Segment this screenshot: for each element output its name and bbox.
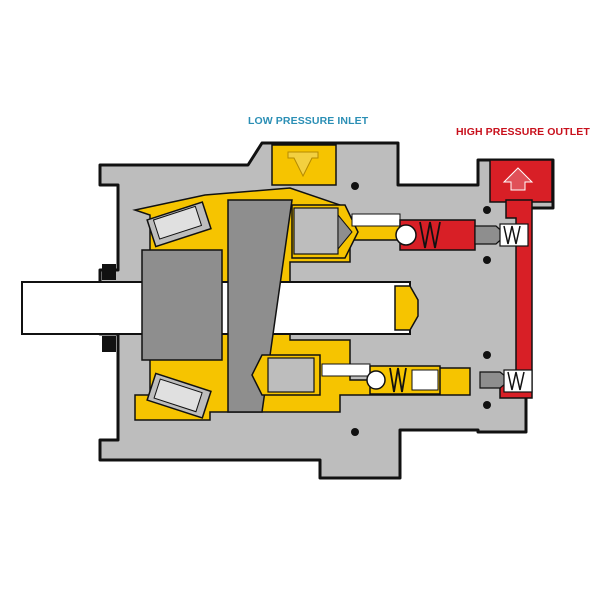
lower-check-valve — [366, 365, 441, 395]
upper-check-valve — [395, 219, 507, 251]
lower-cylinder-bore — [321, 363, 371, 377]
swash-plate — [227, 199, 293, 413]
upper-piston — [291, 204, 359, 259]
upper-cylinder-bore — [351, 213, 401, 227]
low-pressure-inlet-label: LOW PRESSURE INLET — [248, 115, 369, 127]
cylinder-block — [141, 249, 223, 361]
inlet-flow-arrow-icon — [287, 151, 319, 178]
upper-bearing — [146, 201, 212, 248]
shaft-tip — [394, 285, 419, 331]
shaft-seals — [102, 182, 491, 436]
lower-bearing — [146, 372, 212, 419]
high-pressure-outlet-label: HIGH PRESSURE OUTLET — [456, 126, 590, 138]
outlet-port — [489, 159, 553, 203]
upper-outlet-valve — [499, 223, 529, 247]
outlet-flow-arrow-icon — [502, 167, 534, 191]
lower-piston — [251, 354, 321, 396]
lower-outlet-valve — [479, 369, 533, 393]
